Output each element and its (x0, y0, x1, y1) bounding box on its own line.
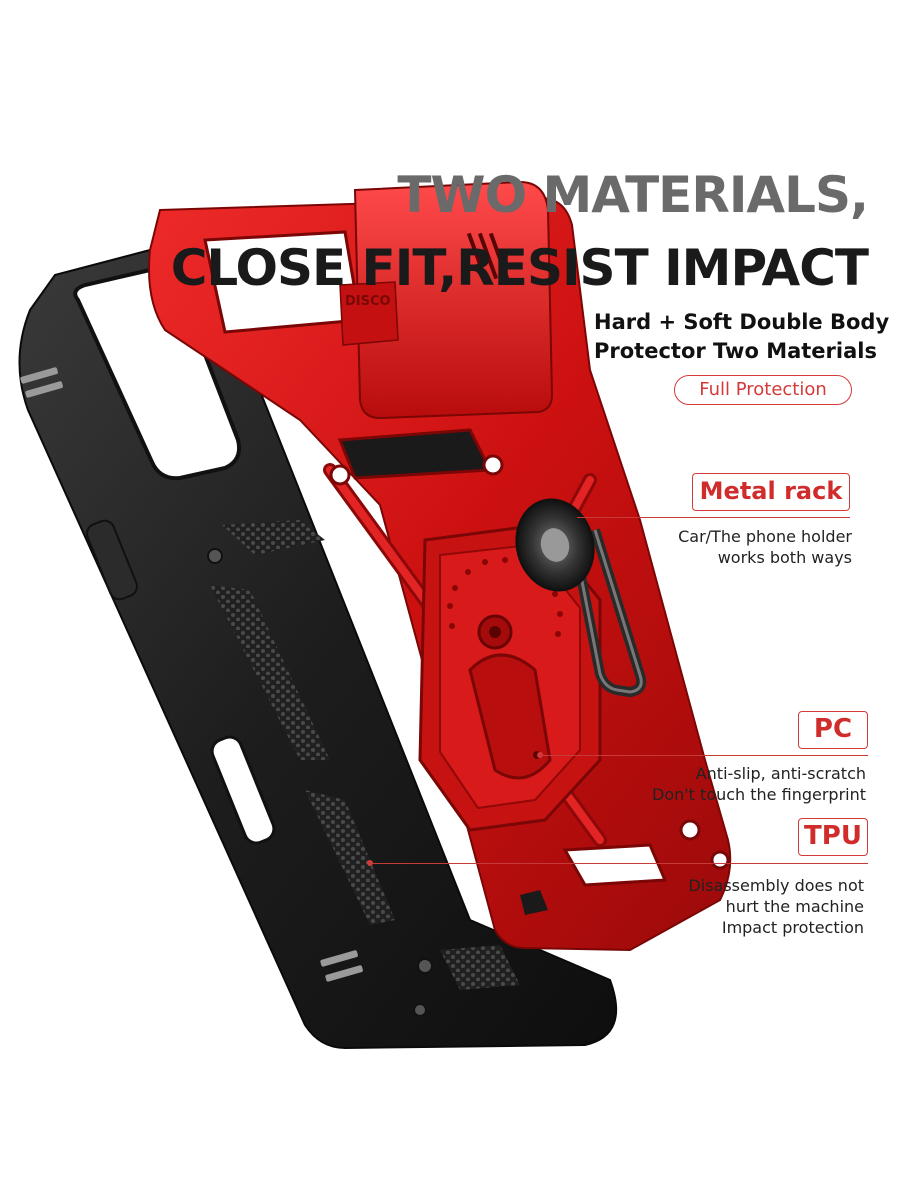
tpu-description: Disassembly does not hurt the machine Im… (688, 875, 864, 938)
metal-rack-leader-line (577, 517, 850, 518)
subheadline: Hard + Soft Double Body Protector Two Ma… (594, 308, 889, 366)
red-pc-frame: DISCO (148, 180, 732, 952)
tpu-black-case (18, 246, 618, 1050)
pc-desc-line: Don't touch the fingerprint (652, 785, 866, 804)
pc-leader-line (540, 755, 868, 756)
metal-rack-description: Car/The phone holder works both ways (678, 526, 852, 568)
tpu-desc-line: hurt the machine (725, 897, 864, 916)
pc-description: Anti-slip, anti-scratch Don't touch the … (652, 763, 866, 805)
pc-desc-line: Anti-slip, anti-scratch (695, 764, 866, 783)
subheadline-line-2: Protector Two Materials (594, 339, 877, 363)
ring-holder (515, 498, 647, 697)
metal-rack-desc-line: works both ways (717, 548, 852, 567)
tpu-leader-line (370, 863, 868, 864)
slider-lettering: DISCO (345, 294, 391, 309)
pc-tag: PC (798, 711, 868, 749)
tpu-tag: TPU (798, 818, 868, 856)
headline-line-2: CLOSE FIT,RESIST IMPACT (170, 239, 869, 297)
subheadline-line-1: Hard + Soft Double Body (594, 310, 890, 334)
tpu-desc-line: Disassembly does not (688, 876, 864, 895)
full-protection-badge: Full Protection (674, 375, 852, 405)
tpu-desc-line: Impact protection (721, 918, 864, 937)
metal-rack-desc-line: Car/The phone holder (678, 527, 852, 546)
metal-rack-tag: Metal rack (692, 473, 850, 511)
headline-line-1: TWO MATERIALS, (397, 166, 869, 224)
